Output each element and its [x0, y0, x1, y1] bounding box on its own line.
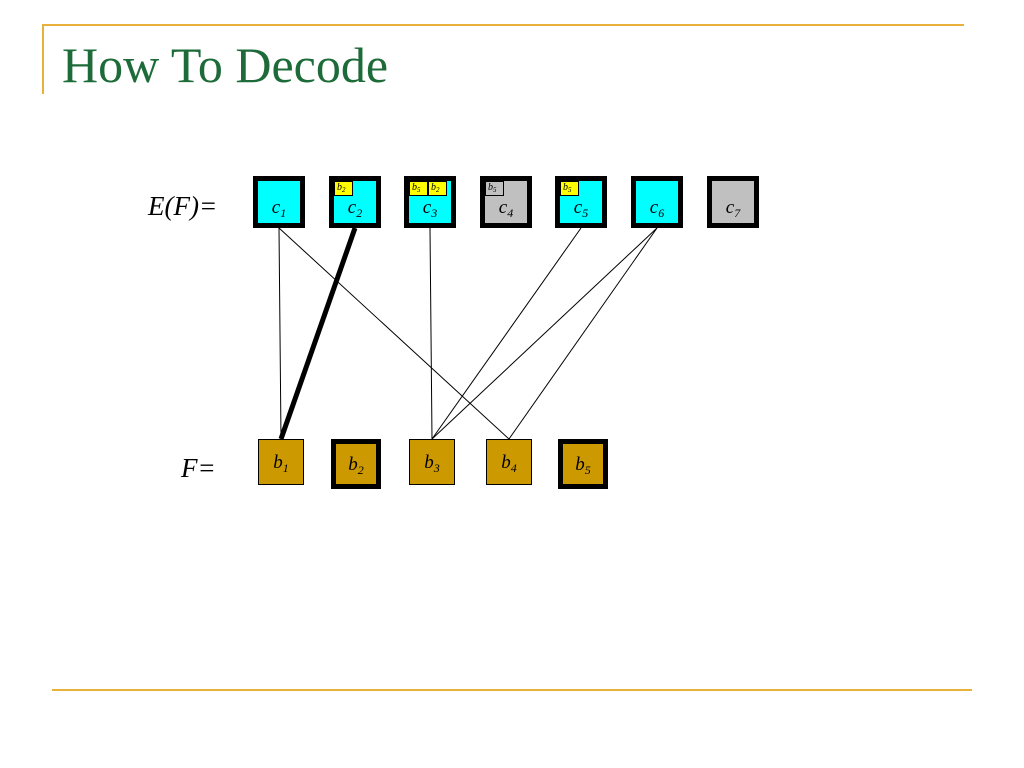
- source-node-b4-letter: b: [501, 452, 511, 473]
- edge-c1-b4: [278, 227, 510, 440]
- chip-letter: b: [431, 182, 436, 193]
- source-node-b1-label: b1: [259, 453, 303, 474]
- chip-letter: b: [412, 182, 417, 193]
- source-node-b4-subscript: 4: [510, 461, 517, 475]
- encoded-node-c7-subscript: 7: [734, 206, 741, 220]
- chip-subscript: 2: [342, 186, 346, 194]
- chip-b5: b5: [409, 181, 428, 196]
- source-node-b2-subscript: 2: [357, 463, 364, 477]
- chip-subscript: 5: [417, 186, 421, 194]
- source-node-b2-letter: b: [348, 454, 358, 475]
- encoded-node-c6-label: c6: [636, 198, 678, 219]
- encoded-node-c1: c1: [253, 176, 305, 228]
- edge-c2-b1: [278, 227, 358, 440]
- chip-subscript: 2: [436, 186, 440, 194]
- source-node-b3-label: b3: [410, 453, 454, 474]
- title-side-rule: [42, 24, 44, 94]
- edge-c6-b3: [431, 227, 658, 440]
- chip-letter: b: [488, 182, 493, 193]
- source-node-b3: b3: [409, 439, 455, 485]
- chip-b5: b5: [560, 181, 579, 196]
- source-node-b2-label: b2: [336, 455, 376, 476]
- chip-b2: b2: [428, 181, 447, 196]
- source-node-b1-subscript: 1: [282, 461, 289, 475]
- edge-c6-b4: [508, 227, 658, 440]
- source-node-b3-subscript: 3: [433, 461, 440, 475]
- encoded-node-c3-letter: c: [422, 197, 432, 218]
- chip-subscript: 5: [568, 186, 572, 194]
- encoded-node-c5-letter: c: [573, 197, 583, 218]
- encoded-node-c6-letter: c: [649, 197, 659, 218]
- source-node-b1: b1: [258, 439, 304, 485]
- chip-subscript: 5: [493, 186, 497, 194]
- source-row-label: F=: [181, 453, 216, 483]
- encoded-node-c3-label: c3: [409, 198, 451, 219]
- chip-b2: b2: [334, 181, 353, 196]
- source-node-b3-letter: b: [424, 452, 434, 473]
- source-node-b5-label: b5: [563, 455, 603, 476]
- encoded-node-c6-subscript: 6: [658, 206, 665, 220]
- encoded-node-c2-letter: c: [347, 197, 357, 218]
- slide-title: How To Decode: [62, 37, 389, 93]
- edge-c5-b3: [431, 227, 582, 440]
- encoded-node-c1-subscript: 1: [280, 206, 287, 220]
- encoded-node-c1-label: c1: [258, 198, 300, 219]
- encoded-node-c2-label: c2: [334, 198, 376, 219]
- source-node-b4-label: b4: [487, 453, 531, 474]
- encoded-node-c5-label: c5: [560, 198, 602, 219]
- encoded-node-c4-letter: c: [498, 197, 508, 218]
- source-node-b5-letter: b: [575, 454, 585, 475]
- encoded-row-label: E(F)=: [148, 191, 218, 221]
- chip-b5: b5: [485, 181, 504, 196]
- chip-letter: b: [563, 182, 568, 193]
- encoded-node-c6: c6: [631, 176, 683, 228]
- encoded-node-c3-subscript: 3: [431, 206, 438, 220]
- source-node-b1-letter: b: [273, 452, 283, 473]
- encoded-node-c2-subscript: 2: [356, 206, 363, 220]
- encoded-node-c4-subscript: 4: [507, 206, 514, 220]
- encoded-node-c1-letter: c: [271, 197, 281, 218]
- edge-c1-b1: [278, 227, 282, 440]
- chip-letter: b: [337, 182, 342, 193]
- title-top-rule: [42, 24, 964, 26]
- source-node-b4: b4: [486, 439, 532, 485]
- encoded-node-c5-subscript: 5: [582, 206, 589, 220]
- source-node-b2: b2: [331, 439, 381, 489]
- source-node-b5: b5: [558, 439, 608, 489]
- encoded-node-c7-letter: c: [725, 197, 735, 218]
- bottom-rule: [52, 689, 972, 691]
- encoded-node-c7: c7: [707, 176, 759, 228]
- encoded-node-c4-label: c4: [485, 198, 527, 219]
- source-node-b5-subscript: 5: [584, 463, 591, 477]
- edge-c3-b3: [429, 227, 433, 440]
- encoded-node-c7-label: c7: [712, 198, 754, 219]
